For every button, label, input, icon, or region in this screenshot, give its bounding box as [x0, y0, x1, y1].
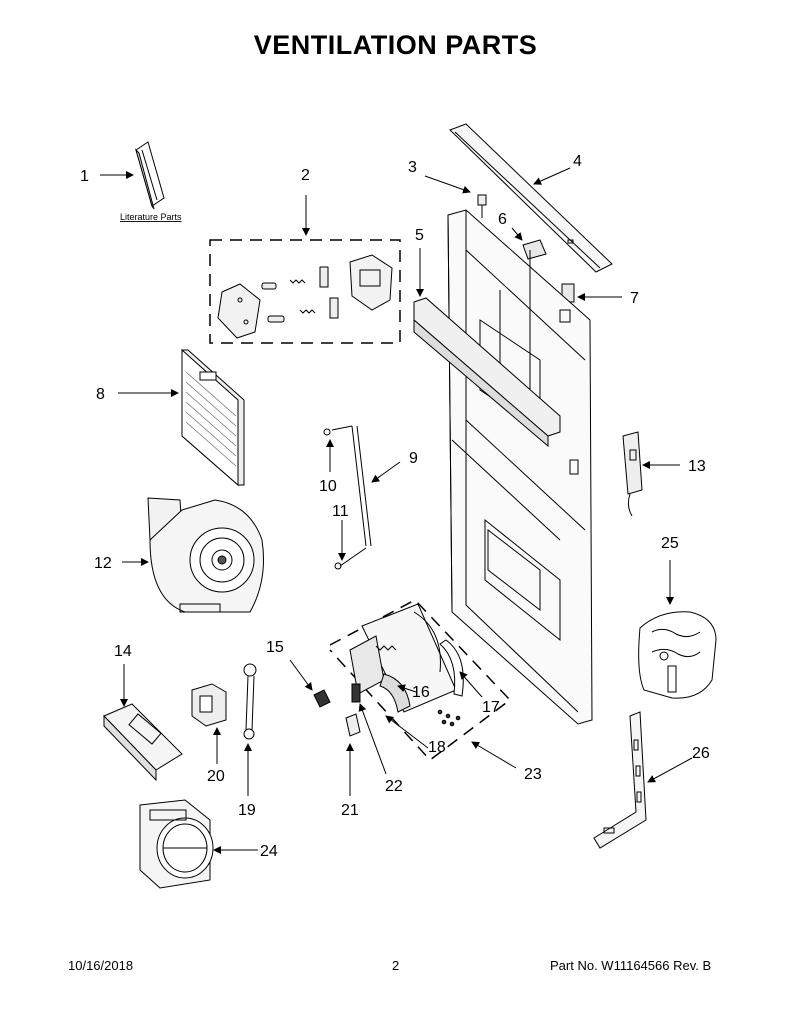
callout-6: 6	[498, 211, 507, 228]
callout-5: 5	[415, 227, 424, 244]
footer-page-number: 2	[392, 958, 400, 973]
blower-motor-part	[147, 497, 264, 613]
control-module-part	[622, 431, 643, 517]
pouch-part	[638, 611, 717, 699]
callout-23: 23	[524, 766, 542, 783]
callout-11: 11	[332, 503, 349, 520]
callout-20: 20	[207, 768, 225, 785]
footer-date: 10/16/2018	[68, 958, 134, 973]
lamp-housing-part	[103, 703, 183, 782]
support-rod-part	[323, 425, 372, 570]
callout-18: 18	[428, 739, 446, 756]
callout-10: 10	[319, 478, 337, 495]
mounting-bracket-part	[593, 711, 647, 849]
callout-8: 8	[96, 386, 105, 403]
callout-13: 13	[688, 458, 706, 475]
callout-3: 3	[408, 159, 417, 176]
callout-26: 26	[692, 745, 710, 762]
damper-kit-outline	[329, 599, 512, 762]
hardware-kit-box	[209, 239, 401, 344]
callout-19: 19	[238, 802, 256, 819]
callout-2: 2	[301, 167, 310, 184]
literature-booklet-part	[134, 141, 165, 210]
callout-25: 25	[661, 535, 679, 552]
callout-4: 4	[573, 153, 582, 170]
callout-15: 15	[266, 639, 284, 656]
top-trim-strip	[449, 123, 613, 273]
callout-7: 7	[630, 290, 639, 307]
duct-adapter-part	[139, 799, 214, 889]
page-title: VENTILATION PARTS	[253, 30, 538, 60]
callout-1: 1	[80, 168, 89, 185]
callout-9: 9	[409, 450, 418, 467]
leader-lines	[100, 167, 693, 854]
callout-14: 14	[114, 643, 132, 660]
literature-parts-label: Literature Parts	[120, 212, 182, 222]
connector-part	[313, 689, 331, 708]
callout-17: 17	[482, 699, 500, 716]
damper-assembly-part	[345, 603, 464, 737]
callout-16: 16	[412, 684, 430, 701]
clip-part	[522, 239, 547, 260]
link-arm-part	[243, 663, 257, 740]
callout-12: 12	[94, 555, 112, 572]
callout-22: 22	[385, 778, 403, 795]
grease-filter-part	[181, 348, 245, 487]
hardware-kit-parts	[217, 254, 393, 339]
callout-24: 24	[260, 843, 278, 860]
footer-part-number: Part No. W11164566 Rev. B	[550, 958, 712, 973]
vent-housing-chassis	[447, 209, 593, 725]
callout-21: 21	[341, 802, 359, 819]
mounting-bolt-part	[477, 194, 487, 218]
bracket-part	[191, 683, 227, 727]
